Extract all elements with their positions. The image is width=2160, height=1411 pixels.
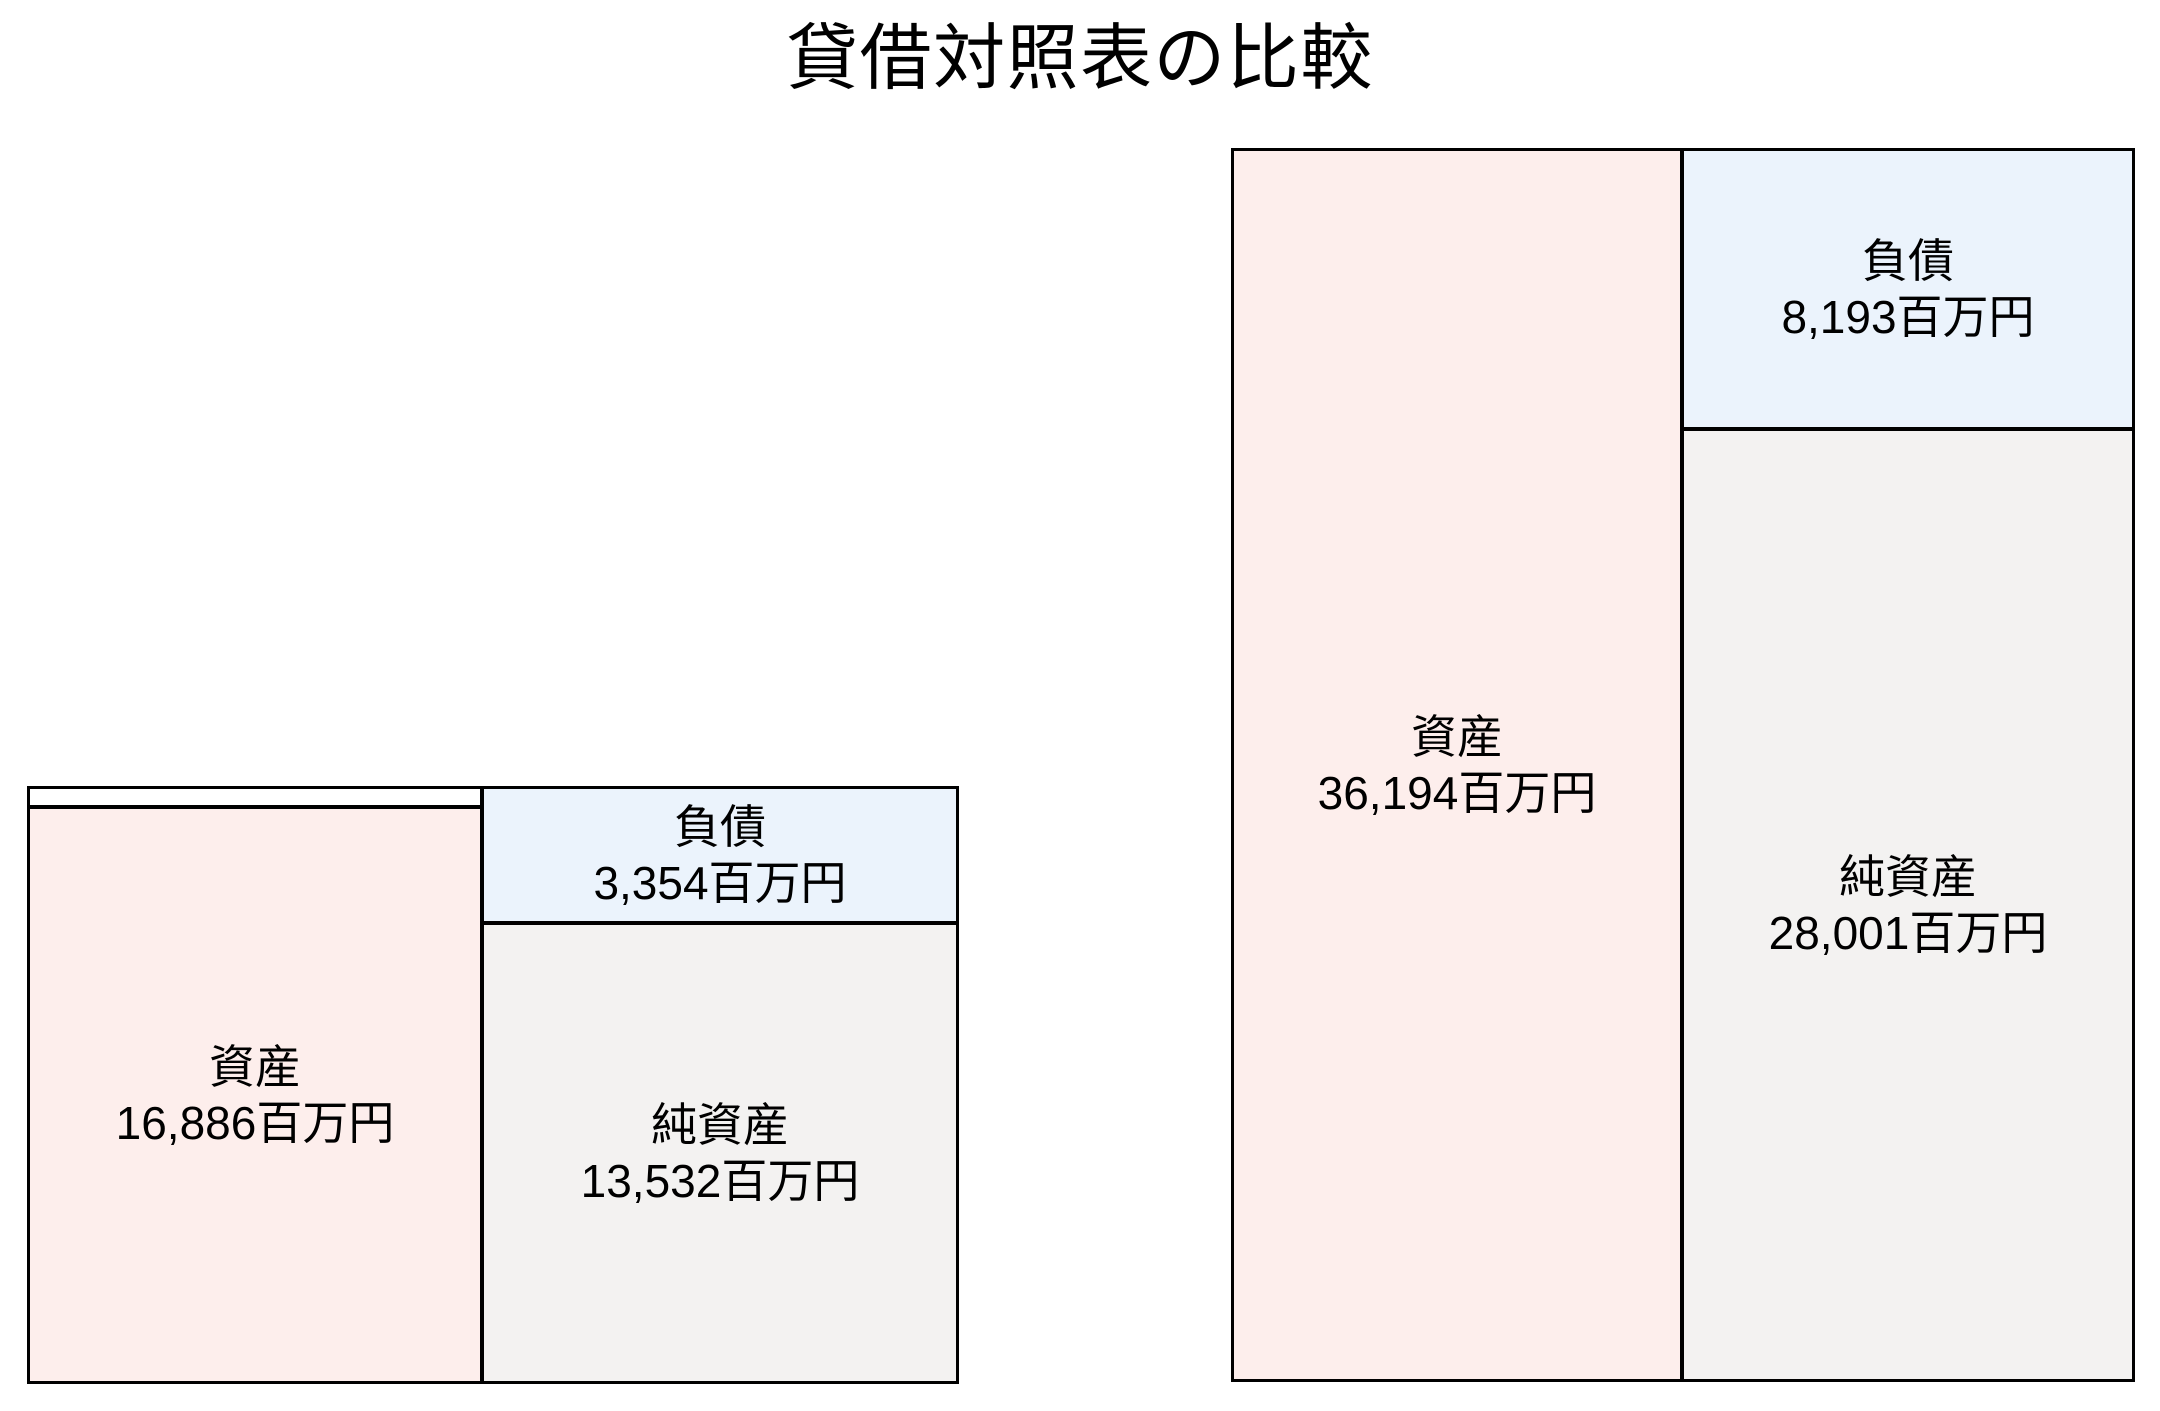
left-assets-segment: 資産 16,886百万円 — [27, 806, 483, 1384]
left-blank-cap-segment — [27, 786, 483, 808]
left-liabilities-value: 3,354百万円 — [593, 857, 847, 909]
right-assets-column: 資産 36,194百万円 — [1231, 148, 1683, 1382]
left-liabilities-equity-column: 負債 3,354百万円 純資産 13,532百万円 — [481, 786, 959, 1384]
page-title: 貸借対照表の比較 — [786, 19, 1374, 99]
right-net-assets-segment: 純資産 28,001百万円 — [1681, 428, 2135, 1382]
left-net-assets-segment: 純資産 13,532百万円 — [481, 922, 959, 1384]
left-assets-value: 16,886百万円 — [115, 1097, 395, 1149]
left-liabilities-segment: 負債 3,354百万円 — [481, 786, 959, 924]
right-balance-sheet-block: 資産 36,194百万円 負債 8,193百万円 純資産 28,001百万円 — [1231, 148, 2135, 1382]
right-assets-value: 36,194百万円 — [1317, 767, 1597, 819]
right-assets-segment: 資産 36,194百万円 — [1231, 148, 1683, 1382]
right-liabilities-equity-column: 負債 8,193百万円 純資産 28,001百万円 — [1681, 148, 2135, 1382]
right-assets-label: 資産 — [1410, 710, 1503, 763]
right-net-assets-label: 純資産 — [1838, 850, 1977, 903]
left-assets-column: 資産 16,886百万円 — [27, 786, 483, 1384]
left-net-assets-value: 13,532百万円 — [580, 1155, 860, 1207]
left-balance-sheet-block: 資産 16,886百万円 負債 3,354百万円 純資産 13,532百万円 — [27, 786, 959, 1384]
right-liabilities-segment: 負債 8,193百万円 — [1681, 148, 2135, 430]
right-liabilities-value: 8,193百万円 — [1781, 291, 2035, 343]
right-liabilities-label: 負債 — [1862, 234, 1954, 287]
left-assets-label: 資産 — [208, 1040, 301, 1093]
left-liabilities-label: 負債 — [674, 800, 766, 853]
right-net-assets-value: 28,001百万円 — [1768, 907, 2048, 959]
left-net-assets-label: 純資産 — [650, 1098, 789, 1151]
